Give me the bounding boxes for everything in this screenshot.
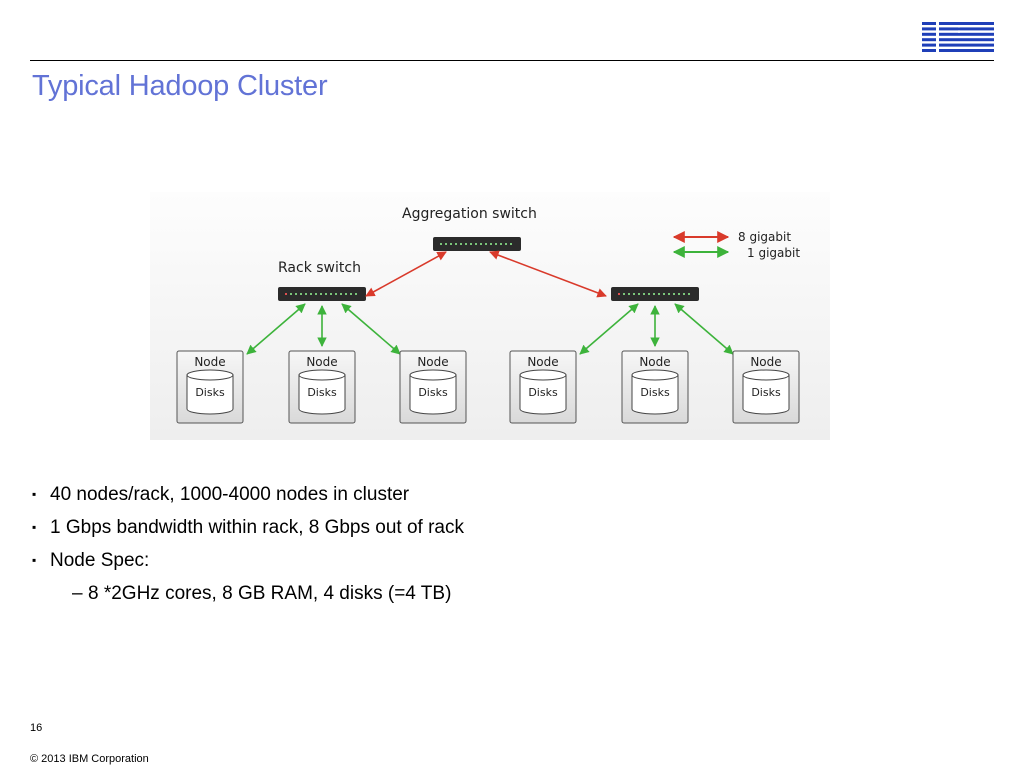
node-5: Node Disks — [621, 350, 689, 424]
rack-switch-label: Rack switch — [278, 260, 361, 276]
node-2: Node Disks — [288, 350, 356, 424]
aggregation-switch-label: Aggregation switch — [402, 206, 537, 222]
sub-bullet-text: 8 *2GHz cores, 8 GB RAM, 4 disks (=4 TB) — [88, 583, 452, 604]
svg-text:Disks: Disks — [640, 386, 670, 399]
header-rule — [30, 60, 994, 61]
bullet-text: Node Spec: — [50, 550, 150, 571]
legend-1gig-label: 1 gigabit — [747, 246, 800, 260]
node-4: Node Disks — [509, 350, 577, 424]
legend: 8 gigabit 1 gigabit — [672, 230, 800, 260]
ibm-logo — [922, 22, 994, 52]
copyright: © 2013 IBM Corporation — [30, 753, 149, 765]
page-number: 16 — [30, 722, 43, 734]
bullet-item: ▪ 1 Gbps bandwidth within rack, 8 Gbps ou… — [32, 511, 464, 544]
svg-text:Node: Node — [194, 355, 225, 369]
svg-text:Disks: Disks — [751, 386, 781, 399]
bullet-text: 1 Gbps bandwidth within rack, 8 Gbps out… — [50, 517, 464, 538]
rack-switch-right — [611, 287, 699, 301]
svg-text:Node: Node — [527, 355, 558, 369]
bullet-marker: ▪ — [32, 520, 37, 534]
bullet-item: ▪ Node Spec: — [32, 544, 464, 577]
svg-text:Disks: Disks — [418, 386, 448, 399]
sub-bullet-marker: – — [72, 583, 83, 604]
bullet-list: ▪ 40 nodes/rack, 1000-4000 nodes in clust… — [32, 478, 464, 610]
link-left-node-3 — [341, 303, 401, 355]
uplink-left — [365, 251, 447, 297]
node-1: Node Disks — [176, 350, 244, 424]
svg-text:Node: Node — [750, 355, 781, 369]
hadoop-cluster-diagram: Aggregation switch Rack switch 8 gigabit… — [150, 192, 830, 440]
bullet-marker: ▪ — [32, 487, 37, 501]
svg-text:Disks: Disks — [528, 386, 558, 399]
bullet-marker: ▪ — [32, 553, 37, 567]
slide-title: Typical Hadoop Cluster — [32, 70, 328, 102]
sub-bullet-item: –8 *2GHz cores, 8 GB RAM, 4 disks (=4 TB… — [32, 577, 464, 610]
svg-text:Disks: Disks — [195, 386, 225, 399]
svg-text:Node: Node — [306, 355, 337, 369]
link-right-node-1 — [579, 303, 639, 355]
svg-text:Disks: Disks — [307, 386, 337, 399]
node-3: Node Disks — [399, 350, 467, 424]
bullet-text: 40 nodes/rack, 1000-4000 nodes in cluste… — [50, 484, 410, 505]
link-right-node-3 — [674, 303, 734, 355]
aggregation-switch — [433, 237, 521, 251]
rack-switch-left — [278, 287, 366, 301]
svg-text:Node: Node — [639, 355, 670, 369]
node-6: Node Disks — [732, 350, 800, 424]
legend-8gig-label: 8 gigabit — [738, 230, 791, 244]
bullet-item: ▪ 40 nodes/rack, 1000-4000 nodes in clust… — [32, 478, 464, 511]
link-left-node-1 — [246, 303, 306, 355]
uplink-right — [489, 250, 607, 298]
svg-text:Node: Node — [417, 355, 448, 369]
